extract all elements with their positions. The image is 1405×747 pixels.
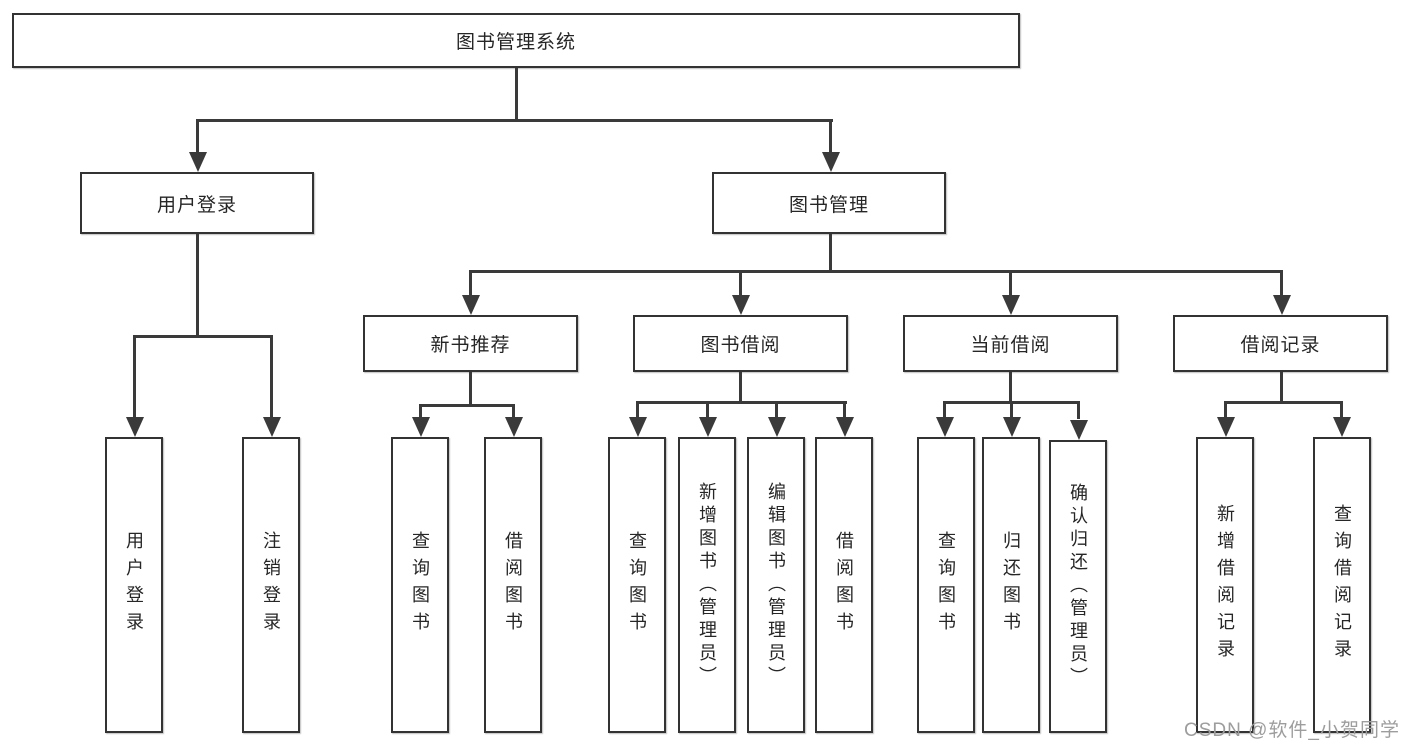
- node-book-management: 图书管理: [712, 172, 946, 234]
- connector-line: [1280, 372, 1283, 404]
- node-label: 借阅图书: [834, 531, 854, 639]
- csdn-watermark: CSDN @软件_小贺同学: [1184, 720, 1400, 741]
- connector-line: [1340, 401, 1343, 419]
- arrow-down-icon: [505, 417, 523, 437]
- connector-line: [469, 372, 472, 407]
- arrow-down-icon: [126, 417, 144, 437]
- node-label: 查询借阅记录: [1332, 504, 1352, 666]
- arrow-down-icon: [936, 417, 954, 437]
- connector-line: [829, 234, 832, 273]
- arrow-down-icon: [1333, 417, 1351, 437]
- connector-line: [636, 401, 639, 419]
- connector-line: [1224, 401, 1227, 419]
- connector-line: [739, 372, 742, 404]
- connector-line: [1009, 270, 1012, 297]
- node-add-borrow-record: 新增借阅记录: [1196, 437, 1254, 733]
- connector-line: [775, 401, 778, 419]
- node-label: 查询图书: [936, 531, 956, 639]
- connector-line: [196, 119, 199, 154]
- node-book-borrowing: 图书借阅: [633, 315, 848, 372]
- node-borrow-book-2: 借阅图书: [815, 437, 873, 733]
- connector-line: [1280, 270, 1283, 297]
- node-confirm-return-admin: 确认归还（管理员）: [1049, 440, 1107, 733]
- node-edit-book-admin: 编辑图书（管理员）: [747, 437, 805, 733]
- connector-line: [133, 335, 273, 338]
- connector-line: [469, 270, 472, 297]
- node-label: 查询图书: [410, 531, 430, 639]
- arrow-down-icon: [699, 417, 717, 437]
- connector-line: [270, 335, 273, 419]
- connector-line: [1009, 372, 1012, 404]
- arrow-down-icon: [1002, 295, 1020, 315]
- node-logout: 注销登录: [242, 437, 300, 733]
- node-return-book: 归还图书: [982, 437, 1040, 733]
- node-new-book-recommend: 新书推荐: [363, 315, 578, 372]
- node-label: 确认归还（管理员）: [1068, 483, 1088, 690]
- node-borrow-book-1: 借阅图书: [484, 437, 542, 733]
- connector-line: [469, 270, 1283, 273]
- arrow-down-icon: [629, 417, 647, 437]
- node-label: 注销登录: [261, 531, 281, 639]
- arrow-down-icon: [263, 417, 281, 437]
- node-query-book-2: 查询图书: [608, 437, 666, 733]
- connector-line: [636, 401, 847, 404]
- node-user-login-leaf: 用户登录: [105, 437, 163, 733]
- connector-line: [419, 404, 515, 407]
- arrow-down-icon: [462, 295, 480, 315]
- arrow-down-icon: [836, 417, 854, 437]
- connector-line: [1224, 401, 1343, 404]
- arrow-down-icon: [732, 295, 750, 315]
- connector-line: [843, 401, 846, 419]
- node-label: 编辑图书（管理员）: [766, 481, 786, 689]
- connector-line: [419, 404, 422, 419]
- node-label: 查询图书: [627, 531, 647, 639]
- node-query-borrow-record: 查询借阅记录: [1313, 437, 1371, 733]
- connector-line: [1010, 401, 1013, 419]
- node-query-book-3: 查询图书: [917, 437, 975, 733]
- node-query-book-1: 查询图书: [391, 437, 449, 733]
- arrow-down-icon: [768, 417, 786, 437]
- node-user-login: 用户登录: [80, 172, 314, 234]
- arrow-down-icon: [1070, 420, 1088, 440]
- arrow-down-icon: [822, 152, 840, 172]
- node-add-book-admin: 新增图书（管理员）: [678, 437, 736, 733]
- connector-line: [515, 68, 518, 122]
- arrow-down-icon: [189, 152, 207, 172]
- connector-line: [196, 234, 199, 338]
- node-current-borrowing: 当前借阅: [903, 315, 1118, 372]
- node-label: 借阅图书: [503, 531, 523, 639]
- connector-line: [196, 119, 833, 122]
- connector-line: [706, 401, 709, 419]
- arrow-down-icon: [412, 417, 430, 437]
- connector-line: [829, 119, 832, 154]
- connector-line: [1077, 401, 1080, 419]
- connector-line: [739, 270, 742, 297]
- node-root: 图书管理系统: [12, 13, 1020, 68]
- node-label: 归还图书: [1001, 531, 1021, 639]
- arrow-down-icon: [1273, 295, 1291, 315]
- node-borrowing-records: 借阅记录: [1173, 315, 1388, 372]
- node-label: 用户登录: [124, 531, 144, 639]
- node-label: 新增图书（管理员）: [697, 481, 717, 689]
- arrow-down-icon: [1003, 417, 1021, 437]
- arrow-down-icon: [1217, 417, 1235, 437]
- connector-line: [133, 335, 136, 419]
- node-label: 新增借阅记录: [1215, 504, 1235, 666]
- connector-line: [943, 401, 946, 419]
- connector-line: [512, 404, 515, 419]
